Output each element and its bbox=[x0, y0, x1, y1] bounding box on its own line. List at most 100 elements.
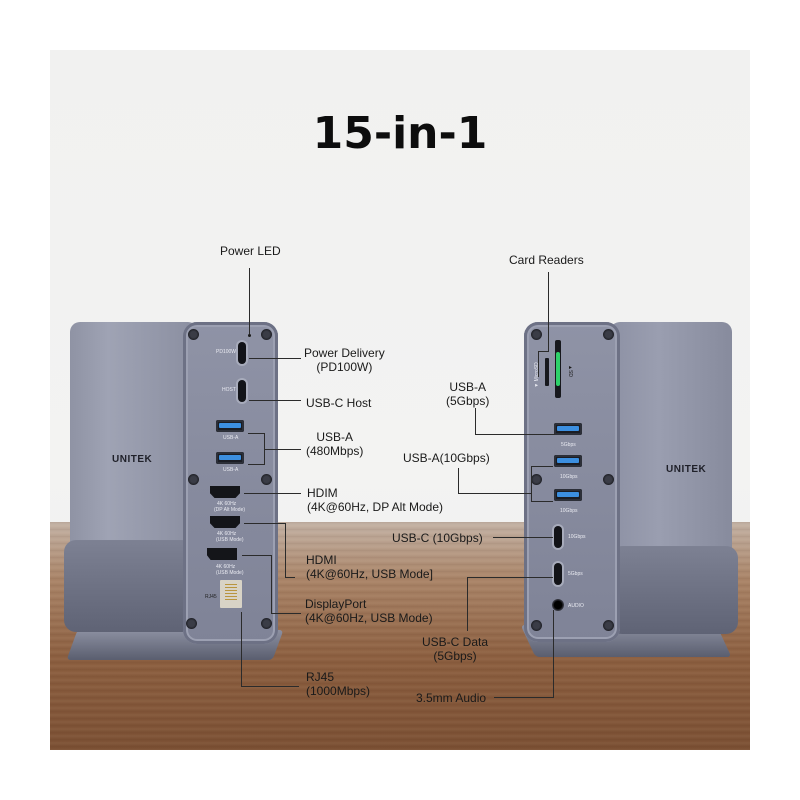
callout-text: HDMI bbox=[306, 553, 337, 567]
left-dock-stand-wrap bbox=[64, 540, 194, 632]
product-scene: 15-in-1 UNITEK PD100W HOST USB-A USB-A 4… bbox=[50, 50, 750, 750]
rj45-port bbox=[220, 580, 242, 608]
callout-card-readers: Card Readers bbox=[509, 253, 584, 267]
usb-c-host-port bbox=[238, 380, 246, 402]
callout-line bbox=[248, 464, 265, 465]
callout-text: (1000Mbps) bbox=[306, 684, 371, 698]
callout-usb-c-host: USB-C Host bbox=[306, 396, 371, 410]
port-label-usba: USB-A bbox=[223, 435, 239, 441]
port-label-dp-sub: (USB Mode) bbox=[216, 570, 244, 576]
callout-hdmi-usb: HDMI (4K@60Hz, USB Mode] bbox=[306, 553, 433, 581]
callout-rj45: RJ45 (1000Mbps) bbox=[306, 670, 370, 698]
callout-usb-a-480: USB-A (480Mbps) bbox=[306, 430, 363, 458]
callout-text: Power Delivery bbox=[304, 346, 385, 360]
callout-power-led: Power LED bbox=[220, 244, 281, 258]
callout-text: USB-C Host bbox=[306, 396, 372, 410]
usb-a-port bbox=[554, 423, 582, 435]
port-label-usba: USB-A bbox=[223, 467, 239, 473]
screw-icon bbox=[261, 474, 272, 485]
hdmi-port bbox=[210, 486, 240, 498]
screw-icon bbox=[531, 474, 542, 485]
screw-icon bbox=[603, 329, 614, 340]
callout-line bbox=[285, 577, 295, 578]
callout-text: DisplayPort bbox=[305, 597, 367, 611]
screw-icon bbox=[261, 618, 272, 629]
screw-icon bbox=[186, 618, 197, 629]
usb-c-data-port bbox=[554, 563, 562, 585]
callout-line bbox=[249, 358, 301, 359]
callout-line bbox=[553, 610, 554, 698]
callout-usb-c-data: USB-C Data (5Gbps) bbox=[422, 635, 488, 663]
screw-icon bbox=[188, 329, 199, 340]
callout-text: USB-A(10Gbps) bbox=[403, 451, 490, 465]
screw-icon bbox=[261, 329, 272, 340]
screw-icon bbox=[531, 620, 542, 631]
callout-line bbox=[264, 449, 301, 450]
port-label-usbc: 5Gbps bbox=[568, 571, 583, 577]
port-label-hdmi-sub: (USB Mode) bbox=[216, 537, 244, 543]
callout-line bbox=[248, 433, 265, 434]
sd-card-slot bbox=[555, 340, 561, 398]
callout-text: (4K@60Hz, DP Alt Mode) bbox=[307, 500, 444, 514]
callout-line bbox=[241, 612, 242, 687]
callout-text: Power LED bbox=[220, 244, 281, 258]
callout-text: (PD100W) bbox=[316, 360, 373, 374]
hdmi-port bbox=[210, 516, 240, 528]
callout-line bbox=[538, 351, 539, 377]
port-label-hdmi-sub: (DP Alt Mode) bbox=[214, 507, 246, 513]
callout-line bbox=[271, 555, 272, 614]
port-label-usba: 5Gbps bbox=[561, 442, 576, 448]
callout-line bbox=[494, 697, 554, 698]
screw-icon bbox=[188, 474, 199, 485]
usb-a-port bbox=[554, 455, 582, 467]
right-dock-brand-logo: UNITEK bbox=[666, 464, 707, 475]
audio-jack bbox=[552, 599, 564, 611]
port-label-hdmi: 4K 60Hz bbox=[217, 501, 237, 507]
callout-text: (4K@60Hz, USB Mode] bbox=[306, 567, 433, 581]
callout-line bbox=[271, 613, 301, 614]
callout-text: USB-A bbox=[316, 430, 354, 444]
usb-a-port bbox=[216, 420, 244, 432]
callout-line bbox=[538, 351, 549, 352]
callout-text: (5Gbps) bbox=[446, 394, 490, 408]
page-title: 15-in-1 bbox=[312, 108, 488, 159]
callout-power-delivery: Power Delivery (PD100W) bbox=[304, 346, 385, 374]
screw-icon bbox=[603, 620, 614, 631]
callout-text: (480Mbps) bbox=[306, 444, 364, 458]
right-dock-stand-wrap bbox=[610, 546, 738, 634]
callout-line bbox=[548, 272, 549, 352]
callout-usb-c-10g: USB-C (10Gbps) bbox=[392, 531, 483, 545]
callout-line bbox=[475, 434, 555, 435]
callout-line bbox=[241, 686, 299, 687]
callout-text: USB-A bbox=[449, 380, 487, 394]
port-label-usba: 10Gbps bbox=[560, 508, 578, 514]
port-label-usba: 10Gbps bbox=[560, 474, 578, 480]
callout-text: USB-C (10Gbps) bbox=[392, 531, 483, 545]
port-label-sd: ▲SD bbox=[566, 365, 573, 377]
microsd-slot bbox=[545, 358, 549, 386]
port-label-pd: PD100W bbox=[216, 349, 237, 355]
callout-text: RJ45 bbox=[306, 670, 335, 684]
callout-line bbox=[467, 577, 553, 578]
callout-line bbox=[242, 555, 272, 556]
usb-c-10g-port bbox=[554, 526, 562, 548]
power-led-indicator bbox=[248, 334, 251, 337]
callout-text: (4K@60Hz, USB Mode) bbox=[305, 611, 433, 625]
callout-line bbox=[467, 577, 468, 631]
callout-line bbox=[475, 408, 476, 435]
usb-c-pd-port bbox=[238, 342, 246, 364]
callout-hdmi-dp-alt: HDIM (4K@60Hz, DP Alt Mode) bbox=[307, 486, 443, 514]
callout-text: USB-C Data bbox=[422, 635, 489, 649]
callout-line bbox=[244, 523, 286, 524]
usb-a-port bbox=[216, 452, 244, 464]
port-label-dp: 4K 60Hz bbox=[216, 564, 236, 570]
port-label-host: HOST bbox=[222, 387, 236, 393]
screw-icon bbox=[531, 329, 542, 340]
callout-audio: 3.5mm Audio bbox=[416, 691, 486, 705]
callout-text: HDIM bbox=[307, 486, 338, 500]
callout-line bbox=[531, 466, 553, 467]
callout-line bbox=[285, 523, 286, 578]
callout-text: 3.5mm Audio bbox=[416, 691, 487, 705]
callout-text: Card Readers bbox=[509, 253, 584, 267]
callout-line bbox=[458, 468, 459, 494]
